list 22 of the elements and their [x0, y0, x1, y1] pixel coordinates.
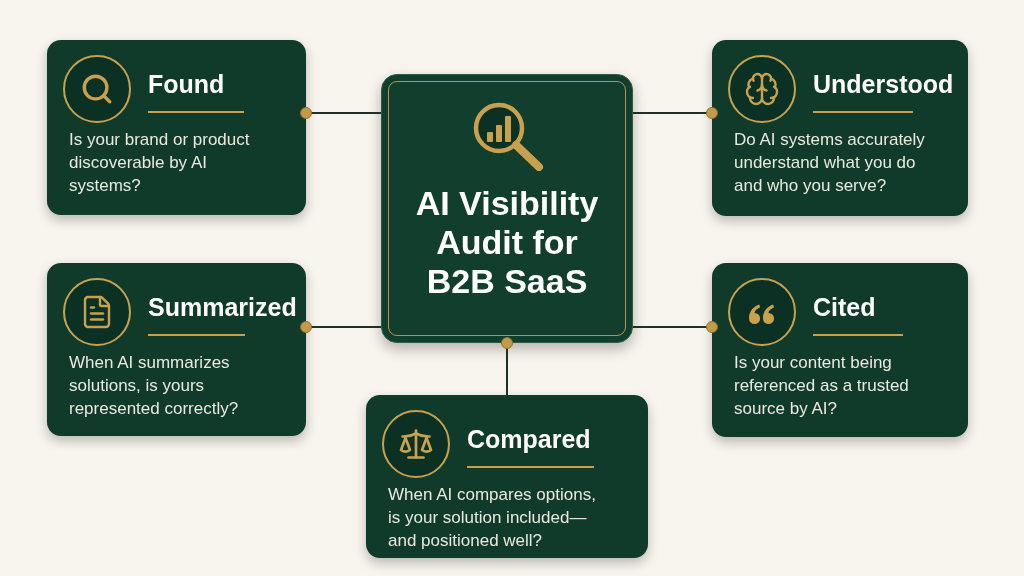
card-heading: Found — [148, 69, 226, 99]
connector-line — [300, 321, 382, 333]
card-description: When AI summarizes solutions, is yours represented correctly? — [68, 352, 240, 420]
topic-card — [47, 40, 306, 215]
central-topic-box — [381, 74, 633, 343]
card-description: Is your content being referenced as a trusted source by AI? — [733, 352, 910, 420]
card-description: Is your brand or product discoverable by AI systems? — [68, 129, 251, 197]
topic-card — [712, 40, 968, 216]
card-heading: Cited — [813, 292, 877, 322]
connector-line — [632, 321, 718, 333]
card-description: Do AI systems accurately understand what you do and who you serve? — [733, 129, 926, 197]
topic-card — [47, 263, 306, 436]
card-heading: Understood — [813, 69, 954, 99]
topic-card — [712, 263, 968, 437]
card-description: When AI compares options, is your solution included—and positioned well? — [387, 484, 597, 552]
card-heading: Compared — [467, 424, 592, 454]
connector-line — [300, 107, 382, 119]
topic-card — [366, 395, 648, 558]
central-title: AI Visibility Audit for B2B SaaS — [414, 184, 600, 301]
connector-line — [501, 337, 513, 396]
card-heading: Summarized — [148, 292, 297, 322]
connector-line — [632, 107, 718, 119]
